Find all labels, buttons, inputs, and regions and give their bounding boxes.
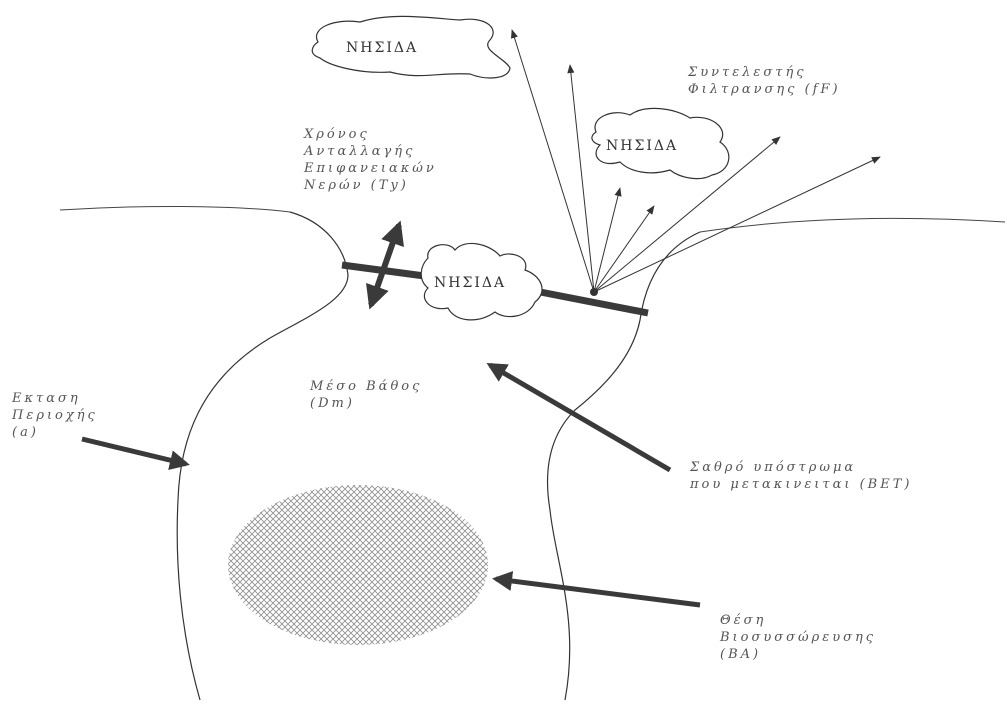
exchange-time-line-4: Νερών (Ty) [304, 177, 437, 194]
area-arrow [82, 439, 186, 464]
water-surface-line [60, 206, 290, 212]
filtration-arrow-2 [570, 65, 594, 292]
sediment-arrow [490, 365, 670, 470]
filtration-arrow-3 [594, 188, 620, 292]
area-label: Εκταση Περιοχής (a) [12, 390, 98, 441]
island-on-surface-label: ΝΗΣΙΔΑ [434, 275, 506, 291]
bioaccumulation-arrow [496, 579, 700, 605]
sediment-label: Σαθρό υπόστρωμα που μετακινειται (BET) [690, 459, 912, 493]
bioaccumulation-line-3: (BA) [720, 646, 876, 663]
mean-depth-line-1: Μέσο Βάθος [310, 378, 422, 395]
mean-depth-label: Μέσο Βάθος (Dm) [310, 378, 422, 412]
filtration-label-line-2: Φιλτρανσης (fF) [688, 81, 841, 98]
basin-right-wall [548, 232, 700, 700]
surface-bar-right [530, 290, 648, 313]
area-line-2: Περιοχής [12, 407, 98, 424]
exchange-time-line-3: Επιφανειακών [304, 160, 437, 177]
filtration-label-line-1: Συντελεστής [688, 64, 841, 81]
exchange-time-label: Χρόνος Ανταλλαγής Επιφανειακών Νερών (Ty… [304, 126, 437, 194]
bioaccumulation-label: Θέση Βιοσυσσώρευσης (BA) [720, 612, 876, 663]
mean-depth-line-2: (Dm) [310, 395, 422, 412]
area-line-1: Εκταση [12, 390, 98, 407]
bioaccumulation-zone [228, 485, 488, 645]
exchange-time-line-2: Ανταλλαγής [304, 143, 437, 160]
filtration-label: Συντελεστής Φιλτρανσης (fF) [688, 64, 841, 98]
filtration-origin-dot [590, 288, 598, 296]
exchange-time-line-1: Χρόνος [304, 126, 437, 143]
bioaccumulation-line-2: Βιοσυσσώρευσης [720, 629, 876, 646]
island-top-left-label: ΝΗΣΙΔΑ [346, 40, 418, 56]
area-line-3: (a) [12, 424, 98, 441]
exchange-double-arrow [371, 225, 399, 305]
filtration-arrow-6 [594, 157, 880, 292]
sediment-line-2: που μετακινειται (BET) [690, 476, 912, 493]
sediment-line-1: Σαθρό υπόστρωμα [690, 459, 912, 476]
filtration-arrow-1 [512, 30, 594, 292]
island-middle-label: ΝΗΣΙΔΑ [606, 138, 678, 154]
bioaccumulation-line-1: Θέση [720, 612, 876, 629]
